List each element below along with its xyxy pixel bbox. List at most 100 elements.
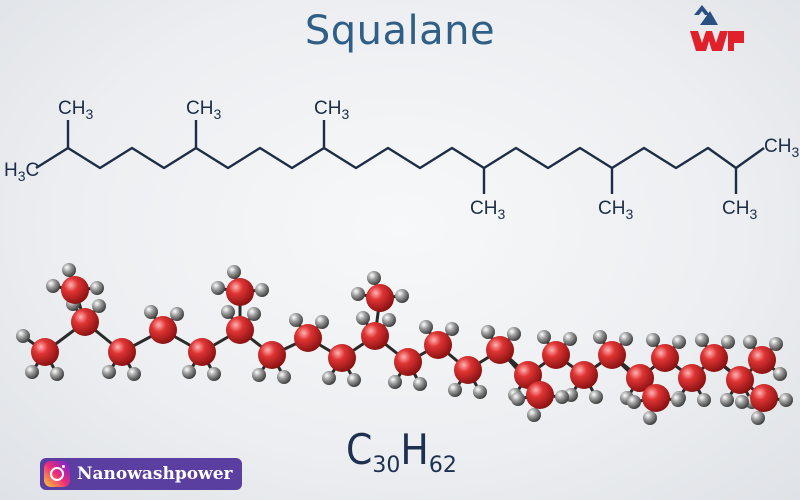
hydrogen-atom bbox=[388, 375, 402, 389]
carbon-atom bbox=[258, 341, 286, 369]
hydrogen-atom bbox=[252, 368, 266, 382]
hydrogen-atom bbox=[721, 335, 735, 349]
hydrogen-atom bbox=[347, 373, 361, 387]
hydrogen-atom bbox=[643, 411, 657, 425]
carbon-atom bbox=[424, 331, 452, 359]
hydrogen-atom bbox=[735, 395, 749, 409]
hydrogen-atom bbox=[62, 263, 76, 277]
hydrogen-atom bbox=[382, 313, 396, 327]
carbon-atom bbox=[526, 381, 554, 409]
hydrogen-atom bbox=[247, 307, 261, 321]
hydrogen-atom bbox=[448, 383, 462, 397]
hydrogen-atom bbox=[255, 283, 269, 297]
hydrogen-atom bbox=[697, 393, 711, 407]
hydrogen-atom bbox=[207, 367, 221, 381]
hydrogen-atom bbox=[671, 393, 685, 407]
methyl-label: CH3 bbox=[470, 198, 505, 222]
carbon-atom bbox=[226, 278, 254, 306]
hydrogen-atom bbox=[537, 330, 551, 344]
carbon-atom bbox=[748, 346, 776, 374]
hydrogen-atom bbox=[589, 390, 603, 404]
hydrogen-atom bbox=[315, 315, 329, 329]
carbon-atom bbox=[678, 364, 706, 392]
hydrogen-atom bbox=[769, 337, 783, 351]
hydrogen-atom bbox=[277, 370, 291, 384]
hydrogen-atom bbox=[419, 320, 433, 334]
hydrogen-atom bbox=[473, 385, 487, 399]
carbon-atom bbox=[31, 338, 59, 366]
carbon-atom bbox=[71, 308, 99, 336]
methyl-label: CH3 bbox=[598, 198, 633, 222]
hydrogen-atom bbox=[619, 332, 633, 346]
hydrogen-atom bbox=[351, 287, 365, 301]
carbon-atom bbox=[188, 338, 216, 366]
methyl-label: CH3 bbox=[186, 98, 221, 122]
carbon-atom bbox=[226, 316, 254, 344]
hydrogen-atom bbox=[751, 411, 765, 425]
hydrogen-atom bbox=[367, 271, 381, 285]
carbon-atom bbox=[542, 341, 570, 369]
hydrogen-atom bbox=[646, 333, 660, 347]
hydrogen-atom bbox=[170, 307, 184, 321]
carbon-atom bbox=[149, 316, 177, 344]
hydrogen-atom bbox=[395, 289, 409, 303]
carbon-atom bbox=[700, 344, 728, 372]
hydrogen-atom bbox=[25, 365, 39, 379]
hydrogen-atom bbox=[221, 305, 235, 319]
social-handle-badge[interactable]: Nanowashpower bbox=[40, 458, 243, 490]
hydrogen-atom bbox=[527, 408, 541, 422]
carbon-atom bbox=[294, 324, 322, 352]
hydrogen-atom bbox=[413, 377, 427, 391]
nwp-logo bbox=[690, 5, 744, 51]
methyl-label: CH3 bbox=[764, 136, 799, 160]
page-title: Squalane bbox=[304, 8, 496, 54]
carbon-atom bbox=[486, 336, 514, 364]
skeletal-structure: CH3 CH3 CH3 CH3 CH3 CH3 CH3 H3C bbox=[4, 98, 799, 222]
hydrogen-atom bbox=[46, 279, 60, 293]
hydrogen-atom bbox=[289, 313, 303, 327]
hydrogen-atom bbox=[92, 299, 106, 313]
hydrogen-atom bbox=[445, 322, 459, 336]
hydrogen-atom bbox=[773, 367, 787, 381]
carbon-atom bbox=[454, 356, 482, 384]
hydrogen-atom bbox=[211, 281, 225, 295]
hydrogen-atom bbox=[227, 265, 241, 279]
social-handle: Nanowashpower bbox=[77, 464, 233, 484]
hydrogen-atom bbox=[511, 392, 525, 406]
hydrogen-atom bbox=[182, 365, 196, 379]
hydrogen-atom bbox=[720, 393, 734, 407]
hydrogen-atom bbox=[90, 281, 104, 295]
carbon-atom bbox=[366, 284, 394, 312]
ball-and-stick-model bbox=[16, 263, 793, 425]
carbon-atom bbox=[651, 344, 679, 372]
instagram-icon bbox=[44, 461, 70, 487]
hydrogen-atom bbox=[555, 390, 569, 404]
hydrogen-atom bbox=[144, 305, 158, 319]
carbon-atom bbox=[394, 348, 422, 376]
hydrogen-atom bbox=[743, 335, 757, 349]
carbon-atom bbox=[750, 384, 778, 412]
carbon-atom bbox=[626, 364, 654, 392]
hydrogen-atom bbox=[563, 332, 577, 346]
carbon-atom bbox=[61, 276, 89, 304]
hydrogen-atom bbox=[593, 330, 607, 344]
hydrogen-atom bbox=[507, 327, 521, 341]
hydrogen-atom bbox=[16, 329, 30, 343]
hydrogen-atom bbox=[695, 333, 709, 347]
hydrogen-atom bbox=[779, 393, 793, 407]
carbon-atom bbox=[328, 344, 356, 372]
hydrogen-atom bbox=[356, 311, 370, 325]
molecular-formula: C30H62 bbox=[346, 425, 457, 478]
hydrogen-atom bbox=[102, 365, 116, 379]
carbon-atom bbox=[570, 361, 598, 389]
carbon-atom bbox=[642, 384, 670, 412]
hydrogen-atom bbox=[127, 367, 141, 381]
methyl-label-left: H3C bbox=[4, 160, 39, 184]
hydrogen-atom bbox=[627, 395, 641, 409]
carbon-atom bbox=[361, 322, 389, 350]
methyl-label: CH3 bbox=[58, 98, 93, 122]
carbon-backbone bbox=[35, 146, 765, 170]
methyl-label: CH3 bbox=[314, 98, 349, 122]
hydrogen-atom bbox=[50, 367, 64, 381]
